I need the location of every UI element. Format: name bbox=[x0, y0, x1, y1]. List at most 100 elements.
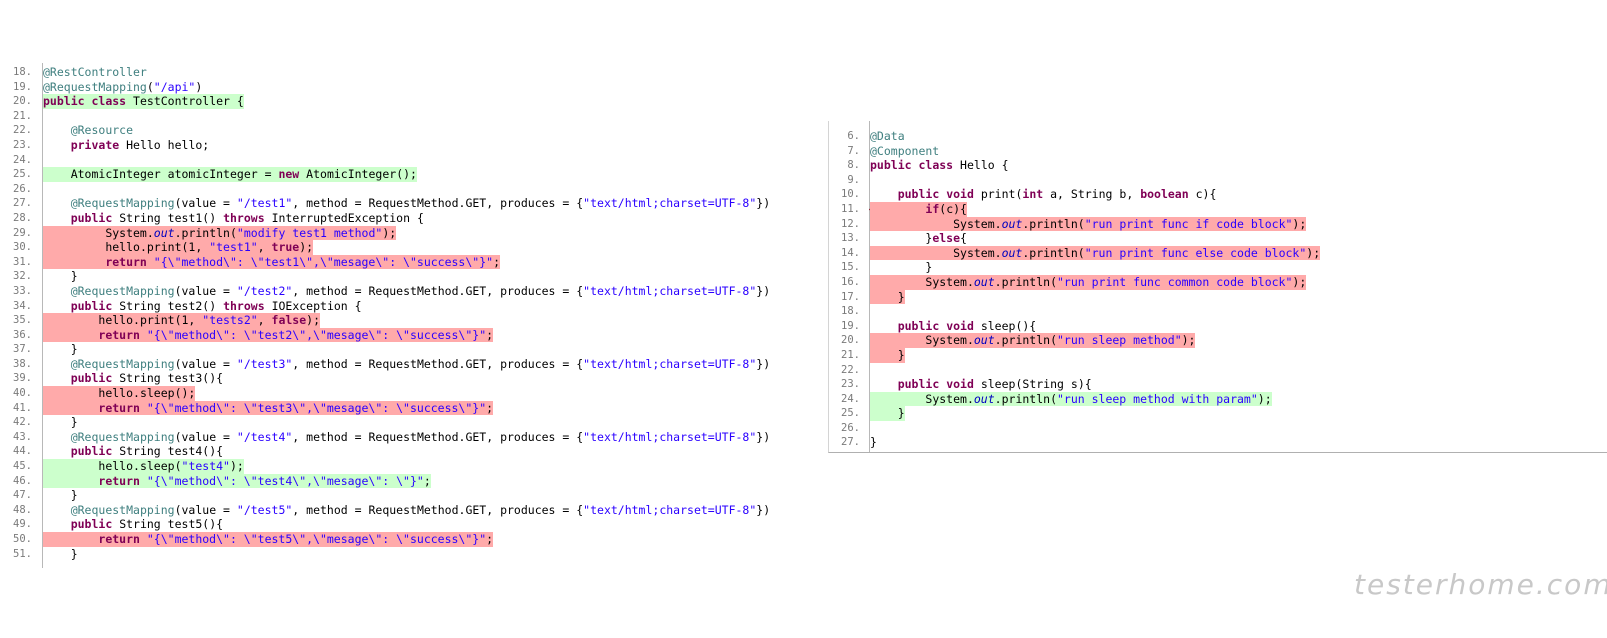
code-line: 26. bbox=[829, 421, 1607, 436]
code-line: 42. } bbox=[0, 415, 790, 430]
code-text: private Hello hello; bbox=[70, 137, 210, 152]
code-text: @RequestMapping(value = "/test2", method… bbox=[70, 283, 771, 298]
code-line: 37. } bbox=[0, 342, 790, 357]
line-number: 19. bbox=[841, 319, 860, 332]
coverage-uncovered-line: } bbox=[870, 289, 905, 305]
coverage-uncovered-line: System.out.println("modify test1 method"… bbox=[43, 225, 397, 241]
code-line: 32. } bbox=[0, 269, 790, 284]
line-number: 51. bbox=[13, 547, 32, 560]
code-line: 47. } bbox=[0, 488, 790, 503]
code-text: } bbox=[43, 342, 78, 357]
code-line: 17. } bbox=[829, 289, 1607, 305]
coverage-uncovered-line: return "{\"method\": \"test1\",\"mesage\… bbox=[43, 254, 500, 270]
coverage-uncovered-line: if(c){ bbox=[870, 201, 967, 217]
code-line: 45. hello.sleep("test4"); bbox=[0, 459, 790, 474]
code-line: 34. public String test2() throws IOExcep… bbox=[0, 299, 790, 314]
line-number: 18. bbox=[841, 305, 860, 318]
line-number: 23. bbox=[13, 138, 32, 151]
line-number: 28. bbox=[13, 211, 32, 224]
code-line: 13. }else{ bbox=[829, 231, 1607, 246]
line-number: 13. bbox=[841, 232, 860, 245]
line-number: 35. bbox=[13, 314, 32, 327]
line-number: 14. bbox=[841, 246, 860, 259]
code-line: 31. return "{\"method\": \"test1\",\"mes… bbox=[0, 254, 790, 270]
code-line: 20.public class TestController { bbox=[0, 94, 790, 109]
line-number-gutter bbox=[0, 63, 43, 568]
code-text: public String test2() throws IOException… bbox=[70, 298, 362, 313]
code-line: 27. @RequestMapping(value = "/test1", me… bbox=[0, 196, 790, 211]
code-text: @Component bbox=[870, 143, 940, 158]
line-number: 34. bbox=[13, 299, 32, 312]
code-line: 46. return "{\"method\": \"test4\",\"mes… bbox=[0, 473, 790, 489]
line-number: 9. bbox=[847, 173, 860, 186]
code-text: public String test4(){ bbox=[70, 444, 224, 459]
line-number: 25. bbox=[13, 168, 32, 181]
coverage-uncovered-line: } bbox=[870, 347, 905, 363]
code-line: 22. @Resource bbox=[0, 123, 790, 138]
line-number: 19. bbox=[13, 80, 32, 93]
code-line: 7.@Component bbox=[829, 144, 1607, 159]
line-number: 44. bbox=[13, 445, 32, 458]
code-text: @RequestMapping(value = "/test5", method… bbox=[70, 502, 771, 517]
code-line: 23. public void sleep(String s){ bbox=[829, 377, 1607, 392]
line-number: 43. bbox=[13, 430, 32, 443]
line-number: 24. bbox=[841, 392, 860, 405]
code-line: 30. hello.print(1, "test1", true); bbox=[0, 240, 790, 255]
line-number: 12. bbox=[841, 217, 860, 230]
coverage-uncovered-line: hello.print(1, "tests2", false); bbox=[43, 313, 321, 328]
line-number: 18. bbox=[13, 66, 32, 78]
code-line: 24. System.out.println("run sleep method… bbox=[829, 391, 1607, 407]
code-text: public void sleep(String s){ bbox=[897, 377, 1092, 392]
line-number: 21. bbox=[13, 109, 32, 122]
line-number: 20. bbox=[841, 334, 860, 347]
code-text: } bbox=[43, 546, 78, 561]
code-text: @Resource bbox=[70, 123, 134, 138]
code-text: } bbox=[43, 415, 78, 430]
coverage-uncovered-line: return "{\"method\": \"test2\",\"mesage\… bbox=[43, 327, 494, 343]
line-number: 41. bbox=[13, 401, 32, 414]
code-line: 18. bbox=[829, 304, 1607, 319]
line-number: 23. bbox=[841, 378, 860, 391]
code-text: } bbox=[43, 269, 78, 284]
code-text: } bbox=[43, 488, 78, 503]
code-line: 12. System.out.println("run print func i… bbox=[829, 216, 1607, 232]
code-line: 21. } bbox=[829, 347, 1607, 363]
code-text: @RequestMapping(value = "/test1", method… bbox=[70, 196, 771, 211]
code-text: }else{ bbox=[870, 231, 967, 246]
coverage-uncovered-line: return "{\"method\": \"test5\",\"mesage\… bbox=[43, 532, 494, 547]
code-text: } bbox=[870, 260, 933, 275]
line-number: 16. bbox=[841, 275, 860, 288]
line-number: 40. bbox=[13, 387, 32, 400]
line-number: 24. bbox=[13, 153, 32, 166]
line-number: 37. bbox=[13, 343, 32, 356]
code-line: 48. @RequestMapping(value = "/test5", me… bbox=[0, 503, 790, 518]
code-line: 27.} bbox=[829, 435, 1607, 450]
code-text: @Data bbox=[870, 129, 905, 143]
code-text: public void print(int a, String b, boole… bbox=[897, 187, 1217, 202]
coverage-uncovered-line: System.out.println("run sleep method"); bbox=[870, 333, 1196, 348]
line-number: 17. bbox=[841, 290, 860, 303]
code-line: 33. @RequestMapping(value = "/test2", me… bbox=[0, 284, 790, 299]
code-line: 28. public String test1() throws Interru… bbox=[0, 211, 790, 226]
code-line: 49. public String test5(){ bbox=[0, 517, 790, 532]
code-line: 22. bbox=[829, 363, 1607, 378]
code-line: 9. bbox=[829, 173, 1607, 188]
code-line: 14. System.out.println("run print func e… bbox=[829, 245, 1607, 261]
code-text: public String test5(){ bbox=[70, 517, 224, 532]
coverage-covered-line: System.out.println("run sleep method wit… bbox=[870, 391, 1272, 407]
line-number: 25. bbox=[841, 407, 860, 420]
line-number: 27. bbox=[13, 197, 32, 210]
code-text: @RequestMapping("/api") bbox=[43, 79, 203, 94]
code-text: public String test3(){ bbox=[70, 371, 224, 386]
line-number: 49. bbox=[13, 518, 32, 531]
line-number: 26. bbox=[841, 421, 860, 434]
code-line: 20. System.out.println("run sleep method… bbox=[829, 333, 1607, 348]
coverage-covered-line: AtomicInteger atomicInteger = new Atomic… bbox=[43, 167, 417, 182]
code-line: 25. } bbox=[829, 406, 1607, 421]
watermark-text: testerhome.com bbox=[1354, 568, 1607, 601]
code-line: 43. @RequestMapping(value = "/test4", me… bbox=[0, 430, 790, 445]
code-line: 19. public void sleep(){ bbox=[829, 319, 1607, 334]
